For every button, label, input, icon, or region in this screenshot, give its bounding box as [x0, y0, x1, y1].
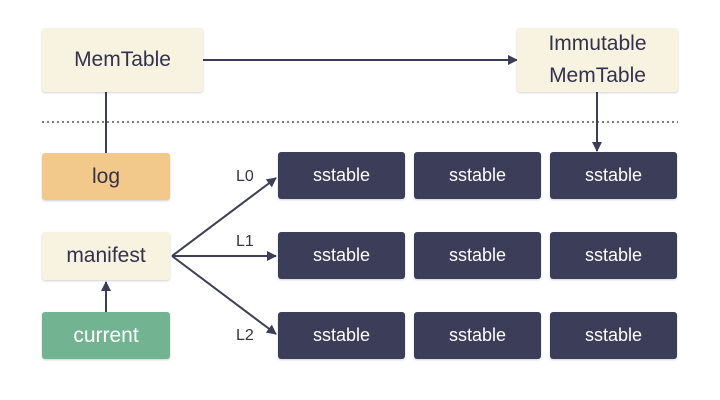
- sstable-l1-2: sstable: [414, 232, 541, 279]
- level-label-l2: L2: [236, 327, 254, 344]
- sstable-label: sstable: [584, 165, 643, 185]
- memtable-box: MemTable: [42, 28, 203, 92]
- sstable-l0-3: sstable: [550, 152, 677, 199]
- sstable-l2-3: sstable: [550, 312, 677, 359]
- sstable-label: sstable: [312, 165, 371, 185]
- manifest-label: manifest: [66, 244, 146, 267]
- current-box: current: [42, 312, 170, 359]
- sstable-l1-1: sstable: [278, 232, 405, 279]
- sstable-label: sstable: [312, 245, 371, 265]
- immutable-label-line1: Immutable: [548, 32, 647, 55]
- sstable-l2-2: sstable: [414, 312, 541, 359]
- sstable-l2-1: sstable: [278, 312, 405, 359]
- sstable-label: sstable: [448, 165, 507, 185]
- immutable-memtable-box: Immutable MemTable: [517, 28, 678, 92]
- arrow-manifest-to-l0: [171, 177, 277, 257]
- arrow-manifest-to-l2: [171, 255, 277, 335]
- log-box: log: [42, 153, 170, 200]
- sstable-label: sstable: [312, 325, 371, 345]
- memtable-label: MemTable: [74, 48, 171, 71]
- sstable-label: sstable: [584, 325, 643, 345]
- current-label: current: [73, 323, 139, 347]
- level-label-l0: L0: [236, 168, 254, 185]
- level-label-l1: L1: [236, 233, 254, 250]
- sstable-label: sstable: [448, 325, 507, 345]
- manifest-box: manifest: [42, 232, 170, 280]
- log-label: log: [91, 164, 121, 188]
- sstable-l0-2: sstable: [414, 152, 541, 199]
- sstable-label: sstable: [448, 245, 507, 265]
- immutable-label-line2: MemTable: [549, 64, 646, 87]
- sstable-l0-1: sstable: [278, 152, 405, 199]
- sstable-l1-3: sstable: [550, 232, 677, 279]
- sstable-label: sstable: [584, 245, 643, 265]
